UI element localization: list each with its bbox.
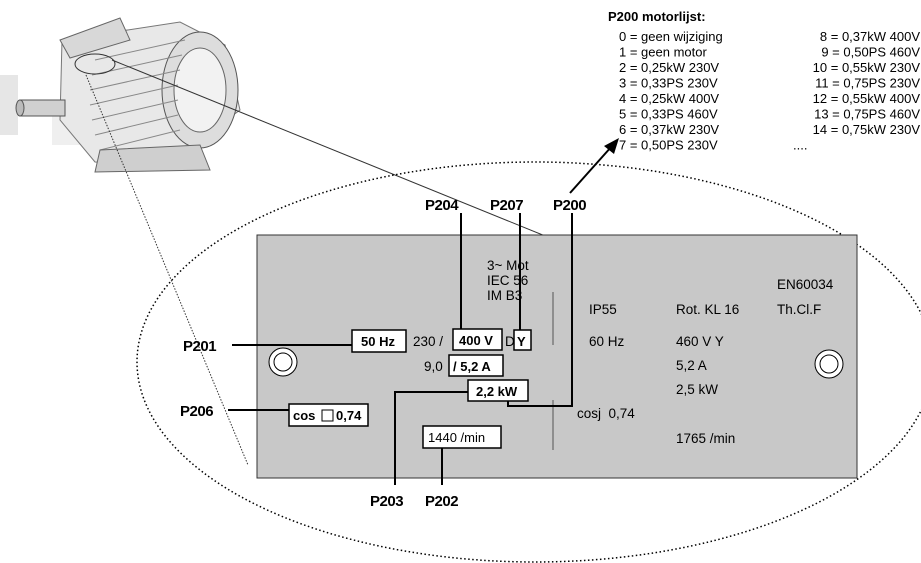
plate-volt-460: 460 V Y xyxy=(676,334,724,349)
plate-volt-prefix: 230 / xyxy=(413,334,443,349)
motor-list-item: 11 = 0,75PS 230V xyxy=(815,76,920,91)
zoom-lines xyxy=(85,59,561,466)
motor-list-item: 1 = geen motor xyxy=(619,45,707,60)
boxed-cos-phi: cos 0,74 xyxy=(288,403,369,427)
motor-list-item: 2 = 0,25kW 230V xyxy=(619,60,719,75)
boxed-speed-1440: 1440 /min xyxy=(422,425,502,449)
plate-rot: Rot. KL 16 xyxy=(676,302,739,317)
curr-52-label: / 5,2 A xyxy=(453,359,491,374)
zoom-ellipse xyxy=(136,161,921,563)
boxed-curr-52: / 5,2 A xyxy=(448,354,504,377)
parameter-tags: P204 P207 P200 P201 P206 P203 P202 xyxy=(180,197,587,510)
boxed-star: Y xyxy=(513,329,532,351)
power-22-label: 2,2 kW xyxy=(476,384,518,399)
plate-iec: IEC 56 xyxy=(487,273,528,288)
mounting-hole-left xyxy=(268,347,298,377)
plate-delta: D xyxy=(505,334,515,349)
volt-400-label: 400 V xyxy=(459,333,493,348)
motor-list-item: 4 = 0,25kW 400V xyxy=(619,91,719,106)
connector-lines xyxy=(228,213,573,485)
motor-list-item: 10 = 0,55kW 230V xyxy=(813,60,921,75)
motor-list-item: 13 = 0,75PS 460V xyxy=(814,107,920,122)
motor-list-item: 5 = 0,33PS 460V xyxy=(619,107,718,122)
cos-left-b-label: 0,74 xyxy=(336,408,362,423)
cos-left-a-label: cos xyxy=(293,408,315,423)
plate-freq-60: 60 Hz xyxy=(589,334,625,349)
plate-speed-1765: 1765 /min xyxy=(676,431,735,446)
tag-p202: P202 xyxy=(425,493,458,510)
motor-list-item: 9 = 0,50PS 460V xyxy=(821,45,920,60)
tag-p206: P206 xyxy=(180,403,213,420)
motor-list-item: 8 = 0,37kW 400V xyxy=(820,29,920,44)
boxed-power-22: 2,2 kW xyxy=(467,379,529,402)
boxed-freq-50: 50 Hz xyxy=(351,329,407,353)
plate-curr-prefix: 9,0 xyxy=(424,359,443,374)
nameplate xyxy=(256,234,858,479)
mounting-hole-right xyxy=(814,349,844,379)
plate-curr-60: 5,2 A xyxy=(676,358,707,373)
phi-symbol-box xyxy=(321,409,334,422)
plate-standard: EN60034 xyxy=(777,277,834,292)
plate-ip: IP55 xyxy=(589,302,617,317)
motor-list-title: P200 motorlijst: xyxy=(608,9,706,24)
tag-p207: P207 xyxy=(490,197,523,214)
motor-illustration xyxy=(0,17,241,173)
motor-list-item: 14 = 0,75kW 230V xyxy=(813,122,921,137)
boxed-volt-400: 400 V xyxy=(452,328,503,351)
tag-p201: P201 xyxy=(183,338,216,355)
star-label: Y xyxy=(517,334,526,349)
plate-power-25: 2,5 kW xyxy=(676,382,718,397)
freq-50-label: 50 Hz xyxy=(361,334,395,349)
motor-list-item: 3 = 0,33PS 230V xyxy=(619,76,718,91)
motor-list-item: 7 = 0,50PS 230V xyxy=(619,138,718,153)
motor-list-item: 12 = 0,55kW 400V xyxy=(813,91,921,106)
plate-text-group: 3~ Mot IEC 56 IM B3 EN60034 IP55 Rot. KL… xyxy=(413,258,834,446)
plate-mot-type: 3~ Mot xyxy=(487,258,529,273)
plate-thcl: Th.Cl.F xyxy=(777,302,821,317)
speed-1440-label: 1440 /min xyxy=(428,430,485,445)
tag-p200: P200 xyxy=(553,197,586,214)
plate-im: IM B3 xyxy=(487,288,522,303)
plate-cos-right: cosj 0,74 xyxy=(577,406,635,421)
tag-p204: P204 xyxy=(425,197,459,214)
motor-list-item: 6 = 0,37kW 230V xyxy=(619,122,719,137)
tag-p203: P203 xyxy=(370,493,403,510)
p200-arrow xyxy=(569,138,619,194)
motor-list-item: 0 = geen wijziging xyxy=(619,29,723,44)
motor-list-item: .... xyxy=(793,138,807,153)
